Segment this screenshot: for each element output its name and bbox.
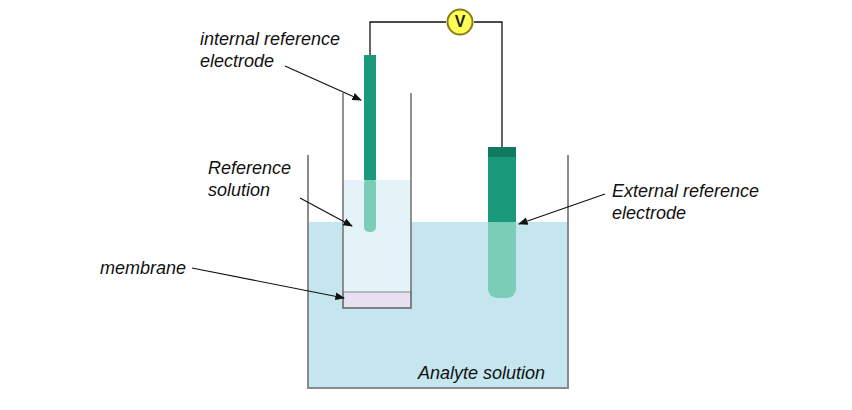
reference-solution-fill	[343, 180, 411, 292]
electrode-label: External reference electrode	[612, 180, 797, 224]
external-electrode-cap	[488, 147, 516, 157]
leader-line	[519, 194, 605, 224]
leader-line	[285, 66, 361, 100]
tube-outline	[343, 93, 411, 308]
internal-electrode	[364, 55, 376, 180]
external-electrode	[488, 147, 516, 222]
tube-air	[343, 93, 411, 180]
membrane-disc	[343, 292, 411, 308]
membrane-label: membrane	[100, 257, 220, 279]
beaker-outline	[308, 155, 568, 388]
voltmeter-circle: V	[446, 8, 474, 36]
solution-label: Reference solution	[208, 157, 318, 201]
wire	[474, 22, 502, 147]
voltmeter-symbol: V	[446, 8, 474, 31]
leader-line	[192, 268, 344, 298]
solution-label: Analyte solution	[418, 362, 564, 384]
external-electrode-tip	[488, 215, 516, 298]
internal-electrode-tip	[364, 178, 376, 232]
electrode-label: internal reference electrode	[200, 28, 370, 72]
wire	[370, 22, 446, 55]
leader-line	[300, 198, 352, 226]
